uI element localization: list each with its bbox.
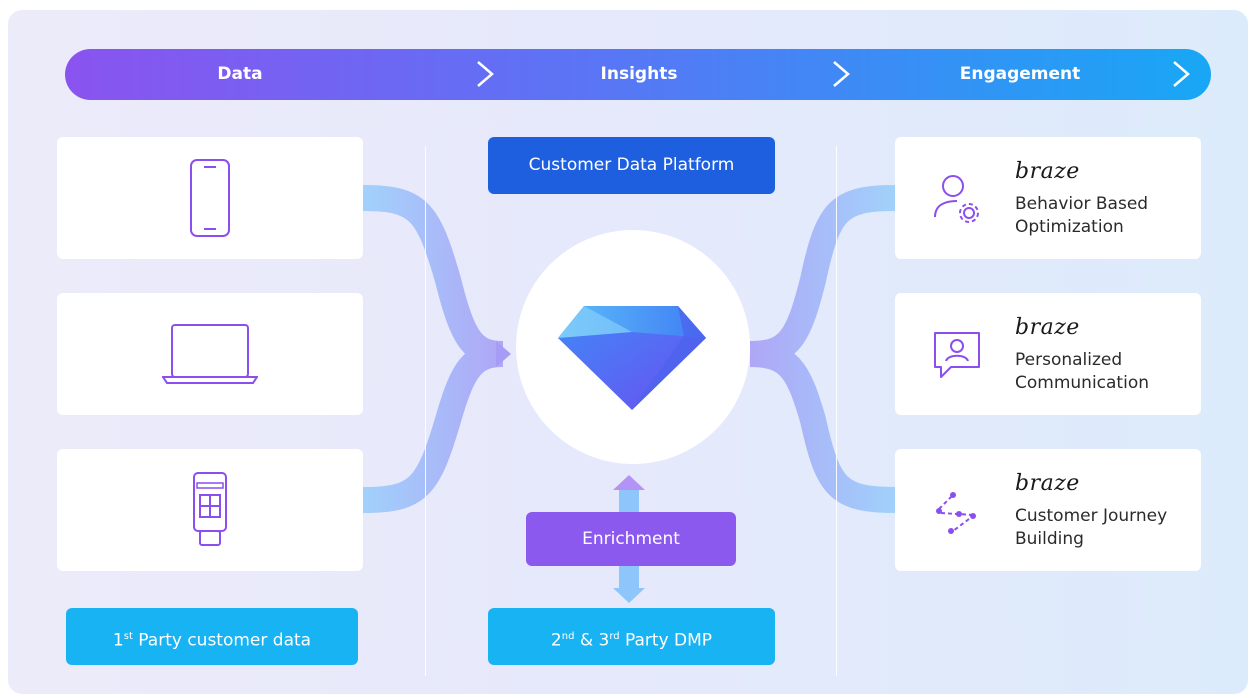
output-line-2: Building: [1015, 529, 1084, 549]
output-card-behavior-optimization: braze Behavior Based Optimization: [895, 137, 1201, 259]
braze-logo: braze: [1015, 159, 1080, 184]
output-card-personalized-communication: braze Personalized Communication: [895, 293, 1201, 415]
source-card-laptop: [57, 293, 363, 415]
laptop-icon: [162, 324, 258, 384]
stage-label-data: Data: [217, 64, 263, 84]
stage-banner: Data Insights Engagement: [65, 49, 1211, 100]
dmp-text: Party DMP: [619, 630, 713, 651]
source-card-pos: [57, 449, 363, 571]
braze-logo: braze: [1015, 315, 1080, 340]
journey-path-icon: [936, 492, 976, 534]
first-party-text: Party customer data: [132, 630, 312, 651]
output-card-customer-journey: braze Customer Journey Building: [895, 449, 1201, 571]
chevron-right-icon: [1173, 61, 1190, 87]
gem-icon: [558, 306, 706, 410]
cdp-hub: [516, 230, 750, 464]
output-line-1: Behavior Based: [1015, 194, 1149, 214]
dmp-number-2: 2: [550, 630, 562, 651]
first-party-data-label: 1st Party customer data: [66, 608, 358, 665]
source-card-mobile: [57, 137, 363, 259]
column-divider: [836, 146, 837, 676]
ordinal-suffix: rd: [609, 631, 620, 642]
output-title: Customer Journey Building: [1015, 505, 1195, 551]
stage-label-engagement: Engagement: [959, 64, 1081, 84]
output-line-2: Optimization: [1015, 217, 1124, 237]
dmp-label: 2nd & 3rd Party DMP: [488, 608, 775, 665]
output-title: Personalized Communication: [1015, 349, 1195, 395]
output-line-1: Customer Journey: [1015, 506, 1168, 526]
flow-connectors: [362, 185, 897, 603]
braze-logo: braze: [1015, 471, 1080, 496]
enrichment-label: Enrichment: [526, 512, 736, 566]
chat-profile-icon: [934, 332, 980, 378]
diagram-canvas: Data Insights Engagement 1st P: [8, 10, 1248, 694]
output-line-1: Personalized: [1015, 350, 1123, 370]
output-title: Behavior Based Optimization: [1015, 193, 1195, 239]
output-line-2: Communication: [1015, 373, 1149, 393]
stage-label-insights: Insights: [600, 64, 678, 84]
ordinal-suffix: nd: [561, 631, 575, 642]
smartphone-icon: [190, 159, 230, 237]
customer-data-platform-label: Customer Data Platform: [488, 137, 775, 194]
user-settings-icon: [934, 175, 979, 223]
column-divider: [425, 146, 426, 676]
dmp-and-3: & 3: [574, 630, 610, 651]
chevron-right-icon: [833, 61, 850, 87]
pos-terminal-icon: [193, 472, 227, 546]
ordinal-suffix: st: [123, 631, 133, 642]
chevron-right-icon: [477, 61, 494, 87]
first-party-number: 1: [112, 630, 124, 651]
